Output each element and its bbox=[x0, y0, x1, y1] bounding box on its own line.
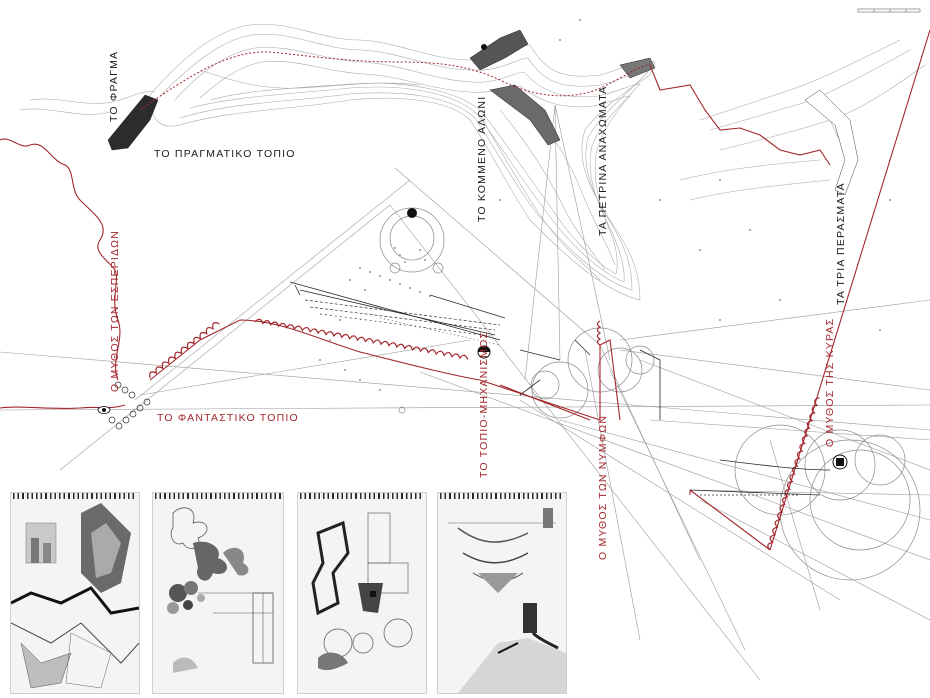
mechanism-linework bbox=[289, 281, 831, 496]
sketch-drawing bbox=[11, 503, 139, 689]
label-three-crossings: ΤΑ ΤΡΙΑ ΠΕΡΑΣΜΑΤΑ bbox=[835, 182, 847, 305]
circle-chains bbox=[108, 381, 151, 430]
label-fantastic-landscape: ΤΟ ΦΑΝΤΑΣΤΙΚΟ ΤΟΠΙΟ bbox=[157, 412, 299, 424]
red-dotted-path bbox=[139, 51, 651, 111]
sketchbook-4 bbox=[437, 492, 567, 694]
construction-lines bbox=[0, 104, 930, 681]
spiral-binding bbox=[13, 493, 137, 499]
sketchbook-1 bbox=[10, 492, 140, 694]
label-kyra-myth: Ο ΜΥΘΟΣ ΤΗΣ ΚΥΡΑΣ bbox=[824, 317, 836, 447]
label-nymphs-myth: Ο ΜΥΘΟΣ ΤΩΝ ΝΥΜΦΩΝ bbox=[597, 414, 609, 560]
red-scallops bbox=[149, 318, 820, 551]
label-landscape-mechanism: ΤΟ ΤΟΠΙΟ-ΜΗΧΑΝΙΣΜΟΣ bbox=[478, 330, 490, 478]
sketch-drawing bbox=[311, 512, 413, 671]
spiral-binding bbox=[300, 493, 424, 499]
dam-blocks bbox=[107, 29, 859, 196]
label-dam: ΤΟ ΦΡΑΓΜΑ bbox=[108, 50, 120, 122]
spiral-binding bbox=[440, 493, 564, 499]
label-cut-threshing-floor: ΤΟ ΚΟΜΜΕΝΟ ΑΛΩΝΙ bbox=[476, 95, 488, 222]
sketchbook-3 bbox=[297, 492, 427, 694]
label-stone-retaining-walls: ΤΑ ΠΕΤΡΙΝΑ ΑΝΑΧΩΜΑΤΑ bbox=[597, 85, 609, 236]
spiral-binding bbox=[155, 493, 281, 499]
label-real-landscape: ΤΟ ΠΡΑΓΜΑΤΙΚΟ ΤΟΠΙΟ bbox=[154, 148, 296, 160]
hatched-bands bbox=[304, 299, 800, 496]
stipple-dots bbox=[319, 19, 891, 391]
symbol-markers bbox=[97, 44, 848, 470]
sketchbook-2 bbox=[152, 492, 284, 694]
contour-landscape bbox=[19, 23, 926, 301]
construction-circles bbox=[379, 207, 921, 581]
red-route bbox=[0, 29, 930, 551]
sketch-drawing bbox=[448, 508, 566, 693]
sketch-drawing bbox=[167, 507, 274, 673]
label-hesperides-myth: Ο ΜΥΘΟΣ ΤΩΝ ΕΣΠΕΡΙΔΩΝ bbox=[109, 229, 121, 392]
scale-bar bbox=[857, 8, 921, 13]
